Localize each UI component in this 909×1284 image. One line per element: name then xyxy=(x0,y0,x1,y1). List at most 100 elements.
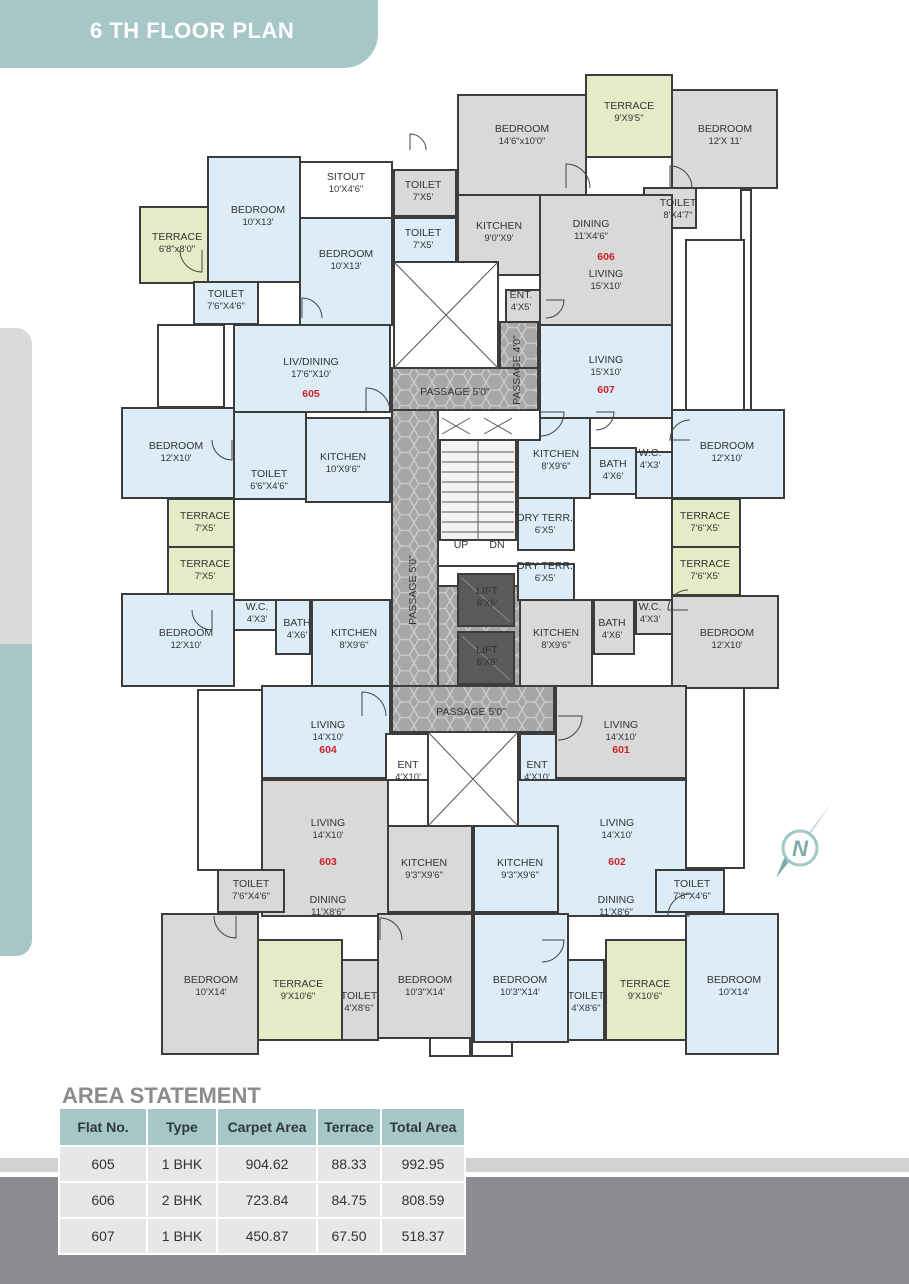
room-name: BEDROOM xyxy=(707,974,761,986)
room-shape xyxy=(539,324,673,419)
room-shape xyxy=(299,161,393,219)
room-dimension: 9'X10'6" xyxy=(281,991,315,1002)
room-dimension: 10'X13' xyxy=(242,217,273,228)
room-name: UP xyxy=(454,539,469,551)
room-dimension: 4'X6' xyxy=(287,630,308,641)
room-shape xyxy=(233,411,307,500)
room-dimension: 6'X6' xyxy=(477,657,498,668)
room-shape xyxy=(157,324,225,408)
room-dimension: 10'3"X14' xyxy=(405,987,445,998)
room-dimension: 4'X3' xyxy=(640,614,661,625)
room-shape xyxy=(593,599,635,655)
room-dimension: 4'X8'6" xyxy=(344,1003,373,1014)
room-shape xyxy=(671,498,741,548)
room-shape xyxy=(299,217,393,326)
room-name: ENT xyxy=(527,759,549,771)
room-name: TOILET xyxy=(674,878,711,890)
room-label: DRY TERR.6'X5' xyxy=(517,512,573,536)
room-dimension: 7'X5' xyxy=(195,571,216,582)
room-label: W.C.4'X3' xyxy=(246,601,269,625)
room-name: TOILET xyxy=(405,227,442,239)
table-row: 606 2 BHK 723.84 84.75 808.59 xyxy=(60,1183,464,1217)
room-name: TERRACE xyxy=(680,510,730,522)
room-dimension: 14'X10' xyxy=(312,830,343,841)
door-swing xyxy=(667,893,691,917)
room-name: LIFT xyxy=(476,644,498,656)
room-name: LIVING xyxy=(311,817,345,829)
room-dimension: 8'X4'7" xyxy=(663,210,692,221)
room-name: LIV/DINING xyxy=(283,356,338,368)
room-dimension: 10'X9'6" xyxy=(326,464,360,475)
room-label: UP xyxy=(454,539,469,551)
room-name: PASSAGE 4'0" xyxy=(511,335,523,405)
cell-terrace: 88.33 xyxy=(318,1147,380,1181)
table-row: 605 1 BHK 904.62 88.33 992.95 xyxy=(60,1147,464,1181)
room-dimension: 11'X4'6" xyxy=(574,231,608,242)
room-shape xyxy=(671,595,779,689)
room-shape xyxy=(377,913,473,1039)
room-name: BEDROOM xyxy=(149,440,203,452)
cell-terrace: 84.75 xyxy=(318,1183,380,1217)
room-dimension: 4'X10' xyxy=(524,772,550,783)
room-name: TERRACE xyxy=(620,978,670,990)
room-name: TOILET xyxy=(208,288,245,300)
room-dimension: 7'X5' xyxy=(413,192,434,203)
room-dimension: 10'X14' xyxy=(195,987,226,998)
door-swing xyxy=(213,915,237,939)
room-shape xyxy=(391,367,539,411)
room-name: TOILET xyxy=(341,990,378,1002)
room-label: PASSAGE 5'0" xyxy=(436,706,506,718)
room-name: ENT. xyxy=(510,289,533,301)
room-dimension: 4'X3' xyxy=(247,614,268,625)
area-statement-table: Flat No. Type Carpet Area Terrace Total … xyxy=(58,1107,466,1255)
room-label: DRY TERR.6'X5' xyxy=(517,560,573,584)
room-shape xyxy=(505,289,541,326)
room-name: LIFT xyxy=(476,585,498,597)
room-name: BATH xyxy=(283,617,310,629)
room-shape xyxy=(473,825,559,913)
room-shape xyxy=(121,593,235,687)
room-dimension: 17'6"X10' xyxy=(291,369,331,380)
room-labels: TERRACE9'X9'5"BEDROOM14'6"x10'0"BEDROOM1… xyxy=(149,100,761,1014)
header-terrace: Terrace xyxy=(318,1109,380,1145)
unit-number: 607 xyxy=(597,384,615,396)
door-swing xyxy=(539,411,565,437)
door-swing xyxy=(565,163,591,189)
room-name: DINING xyxy=(310,894,347,906)
room-dimension: 6'X5' xyxy=(535,573,556,584)
cell-flat-no: 607 xyxy=(60,1219,146,1253)
unit-number: 605 xyxy=(302,388,320,400)
plan-details xyxy=(179,133,693,963)
room-name: TOILET xyxy=(251,468,288,480)
header-carpet-area: Carpet Area xyxy=(218,1109,316,1145)
unit-number: 606 xyxy=(597,251,615,263)
room-dimension: 8'X9'6" xyxy=(541,461,570,472)
table-row: 607 1 BHK 450.87 67.50 518.37 xyxy=(60,1219,464,1253)
side-tab-lower xyxy=(0,644,32,956)
room-name: TOILET xyxy=(405,179,442,191)
header-type: Type xyxy=(148,1109,216,1145)
room-name: DRY TERR. xyxy=(517,512,573,524)
room-name: TERRACE xyxy=(180,558,230,570)
room-name: W.C. xyxy=(639,601,662,613)
cell-type: 1 BHK xyxy=(148,1219,216,1253)
room-shape xyxy=(519,733,557,781)
room-dimension: 6'6"X4'6" xyxy=(250,481,288,492)
cell-type: 2 BHK xyxy=(148,1183,216,1217)
room-dimension: 4'X3' xyxy=(640,460,661,471)
